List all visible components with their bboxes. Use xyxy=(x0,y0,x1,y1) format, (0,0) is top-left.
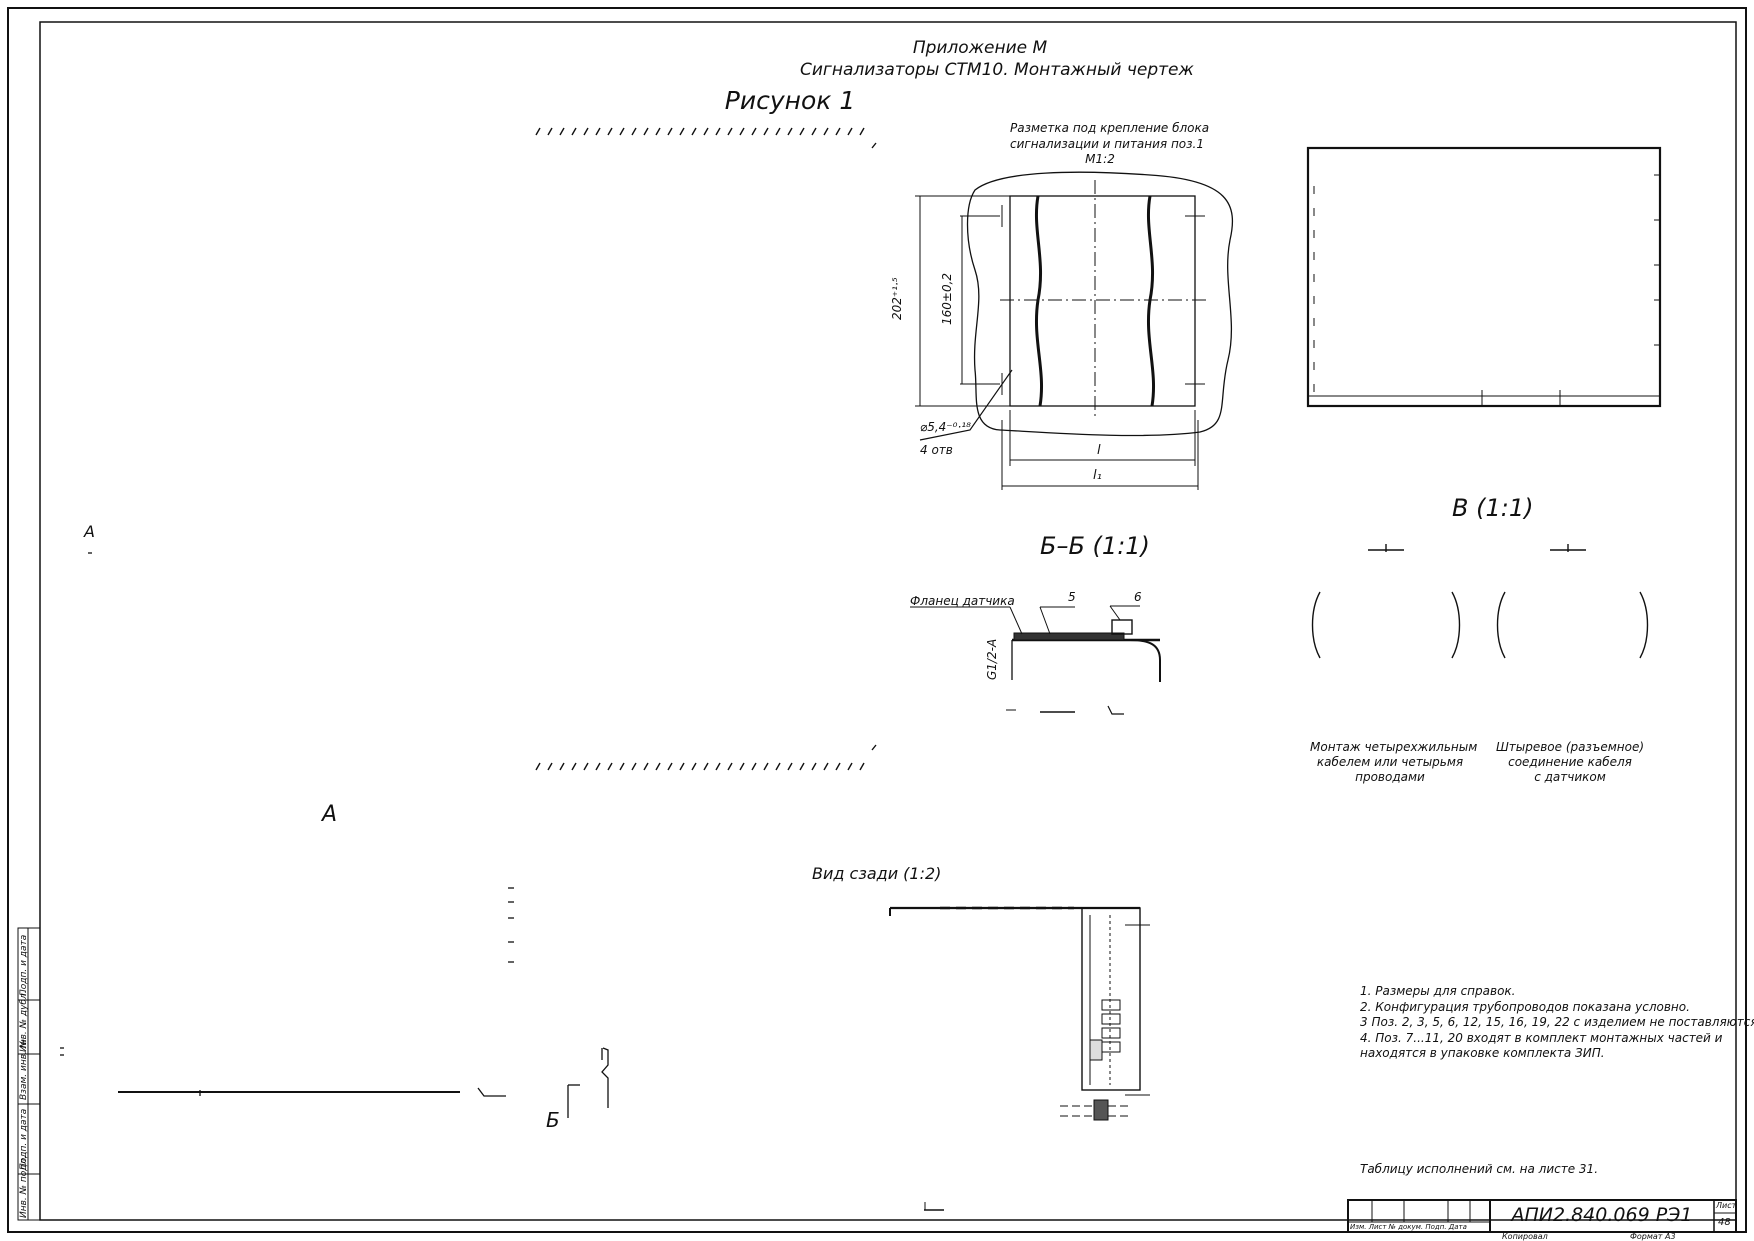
view-v-right-caption1: Штыревое (разъемное) xyxy=(1495,740,1645,754)
copied-label: Копировал xyxy=(1502,1232,1548,1241)
rear-view-drawing xyxy=(889,906,1150,1121)
dim-inner-label: 160±0,2 xyxy=(940,272,954,325)
title-block-frame xyxy=(1347,1199,1737,1233)
view-a-left-mark: А xyxy=(84,522,95,541)
mounting-marking-detail xyxy=(915,171,1234,490)
outer-frame xyxy=(7,7,1747,1233)
note-1: 1. Размеры для справок. xyxy=(1360,984,1516,998)
view-v-right-caption2: соединение кабеля xyxy=(1508,755,1632,769)
view-v-left-caption2: кабелем или четырьмя xyxy=(1316,755,1464,769)
mounting-panel-view xyxy=(1306,146,1662,408)
table-reference-note: Таблицу исполнений см. на листе 31. xyxy=(1360,1162,1599,1176)
view-v-title: В (1:1) xyxy=(1452,494,1534,522)
format-label: Формат А3 xyxy=(1630,1232,1676,1241)
dim-outer-label: 202⁺¹·⁵ xyxy=(890,277,904,320)
inner-frame xyxy=(39,21,1737,1221)
view-v-left-caption1: Монтаж четырехжильным xyxy=(1310,740,1478,754)
view-a-fragments xyxy=(60,552,609,1118)
break-hatch-top xyxy=(535,127,877,149)
figure-label: Рисунок 1 xyxy=(724,86,856,115)
sheet-label: Лист xyxy=(1716,1201,1737,1210)
note-4a: 4. Поз. 7...11, 20 входят в комплект мон… xyxy=(1360,1031,1723,1045)
position-5-label: 5 xyxy=(1068,590,1076,604)
thread-label: G1/2-A xyxy=(985,638,999,680)
length-l1-label: l₁ xyxy=(1093,468,1102,483)
view-v-drawing xyxy=(1311,544,1649,659)
view-v-left-caption3: проводами xyxy=(1355,770,1425,784)
drawing-subtitle: Сигнализаторы СТМ10. Монтажный чертеж xyxy=(800,60,1194,80)
hole-diameter-label: ⌀5,4⁻⁰·¹⁸ xyxy=(920,420,971,434)
view-a-label: А xyxy=(322,802,338,827)
note-4b: находятся в упаковке комплекта ЗИП. xyxy=(1360,1046,1605,1060)
section-bb-title: Б–Б (1:1) xyxy=(1040,532,1150,560)
view-v-right-caption3: с датчиком xyxy=(1534,770,1606,784)
break-hatch-bottom xyxy=(535,744,877,771)
position-6-label: 6 xyxy=(1134,590,1142,604)
note-3: 3 Поз. 2, 3, 5, 6, 12, 15, 16, 19, 22 с … xyxy=(1360,1015,1754,1029)
side-stamp-block xyxy=(17,927,41,1221)
document-designation: АПИ2.840.069 РЭ1 xyxy=(1511,1204,1693,1226)
marking-caption-line2: сигнализации и питания поз.1 xyxy=(1010,137,1204,151)
side-stamp-1: Подп. и дата xyxy=(19,934,29,996)
rear-view-title: Вид сзади (1:2) xyxy=(812,864,942,883)
flange-label: Фланец датчика xyxy=(910,594,1015,608)
hole-count-label: 4 отв xyxy=(920,443,953,457)
length-l-label: l xyxy=(1097,443,1101,458)
sheet-number: 48 xyxy=(1718,1217,1731,1228)
section-mark-b: Б xyxy=(546,1108,560,1132)
appendix-title: Приложение М xyxy=(912,38,1048,58)
note-2: 2. Конфигурация трубопроводов показана у… xyxy=(1360,1000,1690,1014)
title-block-row-labels: Изм. Лист № докум. Подп. Дата xyxy=(1350,1223,1467,1231)
marking-caption-line1: Разметка под крепление блока xyxy=(1010,121,1210,135)
side-stamp-5: Инв. № подл. xyxy=(19,1155,29,1218)
section-bb-drawing xyxy=(910,605,1161,715)
side-stamp-3: Взам. инв. № xyxy=(19,1038,29,1100)
marking-caption-line3: М1:2 xyxy=(1085,152,1115,166)
